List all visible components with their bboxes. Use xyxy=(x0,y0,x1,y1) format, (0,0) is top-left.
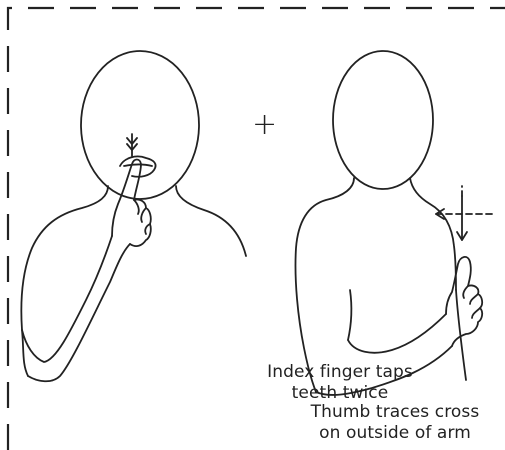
right-hand xyxy=(446,257,482,346)
right-head xyxy=(333,51,433,189)
left-arm-inner xyxy=(22,236,112,362)
left-hand-fingers xyxy=(134,200,150,234)
left-caption-line1: Index finger taps xyxy=(210,362,470,383)
right-chest-crease xyxy=(348,290,351,340)
left-caption-line2: teeth twice xyxy=(210,383,470,404)
double-tap-arrow-icon xyxy=(127,134,137,156)
left-body-right xyxy=(176,186,246,256)
right-forearm-bottom xyxy=(348,314,446,353)
right-body-right xyxy=(410,178,456,290)
left-teeth-line xyxy=(124,165,152,167)
right-figure xyxy=(295,51,482,395)
plus-connector: + xyxy=(252,110,277,140)
cross-trace-arrows-icon xyxy=(436,186,492,240)
right-caption-line1: Thumb traces cross xyxy=(265,402,505,423)
right-body-left xyxy=(295,178,354,392)
left-figure xyxy=(21,51,246,381)
right-caption-line2: on outside of arm xyxy=(265,423,505,444)
